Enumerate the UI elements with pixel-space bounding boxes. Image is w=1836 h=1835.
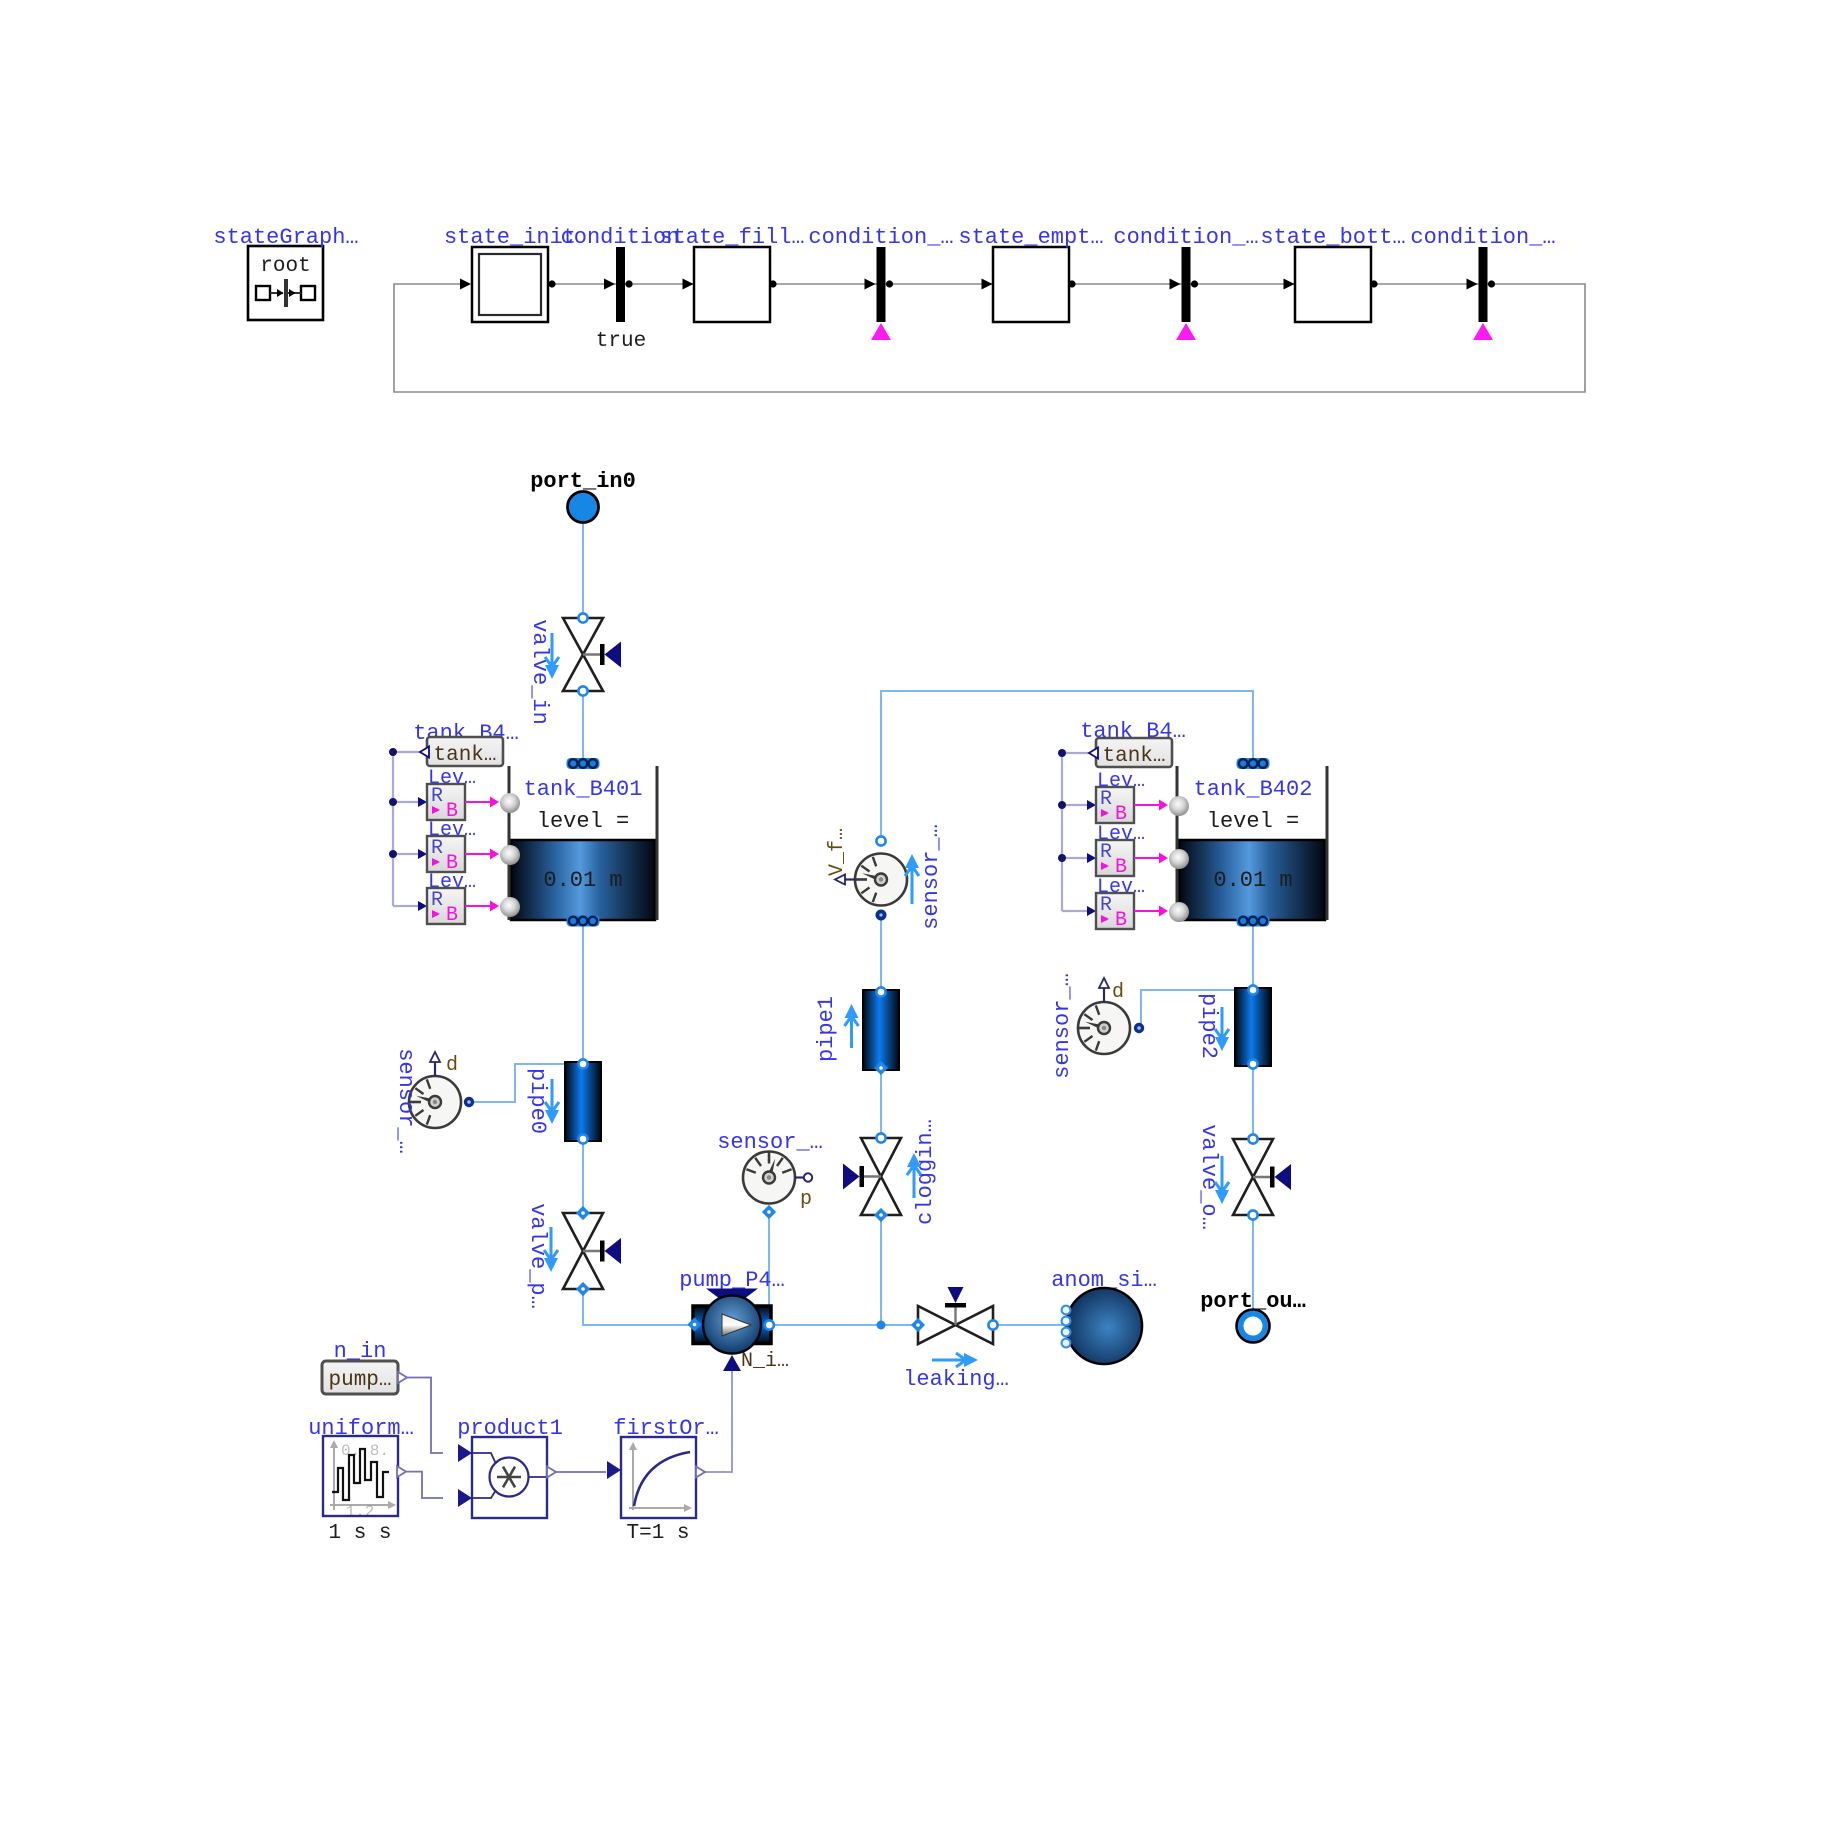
- svg-text:tank…: tank…: [433, 744, 496, 767]
- svg-text:tank…: tank…: [1102, 745, 1165, 768]
- svg-text:pipe2: pipe2: [1196, 993, 1221, 1059]
- svg-text:port_in0: port_in0: [530, 469, 636, 494]
- svg-text:state_empt…: state_empt…: [958, 225, 1103, 250]
- svg-text:level =: level =: [537, 809, 629, 834]
- svg-text:R: R: [431, 785, 443, 808]
- svg-text:d: d: [1112, 981, 1124, 1004]
- svg-text:pipe0: pipe0: [525, 1068, 550, 1134]
- svg-text:R: R: [431, 837, 443, 860]
- svg-text:valve_p…: valve_p…: [525, 1203, 550, 1309]
- svg-text:R: R: [1100, 894, 1112, 917]
- svg-text:cloggin…: cloggin…: [913, 1119, 938, 1225]
- svg-text:valve_o…: valve_o…: [1196, 1124, 1221, 1230]
- svg-text:tank_B401: tank_B401: [524, 777, 643, 802]
- svg-text:R: R: [1100, 841, 1112, 864]
- svg-text:0.01 m: 0.01 m: [543, 868, 622, 893]
- svg-text:B: B: [446, 852, 458, 875]
- svg-text:B: B: [1115, 909, 1127, 932]
- svg-text:0.01 m: 0.01 m: [1213, 868, 1292, 893]
- svg-text:tank_B402: tank_B402: [1194, 777, 1313, 802]
- svg-text:T=1 s: T=1 s: [626, 1522, 689, 1545]
- svg-text:0..8.: 0..8.: [341, 1442, 389, 1460]
- svg-text:sensor_…: sensor_…: [393, 1048, 418, 1154]
- svg-text:pipe1: pipe1: [814, 996, 839, 1062]
- svg-text:1 s s: 1 s s: [328, 1522, 391, 1545]
- svg-text:B: B: [1115, 803, 1127, 826]
- svg-text:1.2: 1.2: [346, 1503, 375, 1521]
- svg-text:condition: condition: [561, 225, 680, 250]
- svg-text:condition_…: condition_…: [1113, 225, 1258, 250]
- svg-text:condition_…: condition_…: [808, 225, 953, 250]
- svg-text:true: true: [596, 330, 646, 353]
- svg-text:leaking…: leaking…: [903, 1367, 1009, 1392]
- svg-text:p: p: [800, 1188, 812, 1211]
- svg-text:R: R: [1100, 788, 1112, 811]
- svg-text:sensor_…: sensor_…: [919, 824, 944, 930]
- svg-text:N_i…: N_i…: [741, 1350, 789, 1373]
- svg-text:R: R: [431, 889, 443, 912]
- svg-text:B: B: [446, 904, 458, 927]
- svg-text:sensor_…: sensor_…: [717, 1130, 823, 1155]
- svg-text:root: root: [260, 255, 310, 278]
- svg-text:state_bott…: state_bott…: [1260, 225, 1405, 250]
- svg-text:valve_in: valve_in: [527, 619, 552, 725]
- svg-text:B: B: [446, 800, 458, 823]
- svg-text:V_f…: V_f…: [826, 828, 849, 876]
- svg-text:pump…: pump…: [328, 1369, 391, 1392]
- svg-text:sensor_…: sensor_…: [1050, 973, 1075, 1079]
- svg-text:stateGraph…: stateGraph…: [213, 225, 358, 250]
- svg-text:B: B: [1115, 856, 1127, 879]
- svg-text:state_fill…: state_fill…: [659, 225, 804, 250]
- svg-text:level =: level =: [1207, 809, 1299, 834]
- svg-text:condition_…: condition_…: [1410, 225, 1555, 250]
- svg-text:state_init: state_init: [444, 225, 576, 250]
- svg-text:d: d: [446, 1054, 458, 1077]
